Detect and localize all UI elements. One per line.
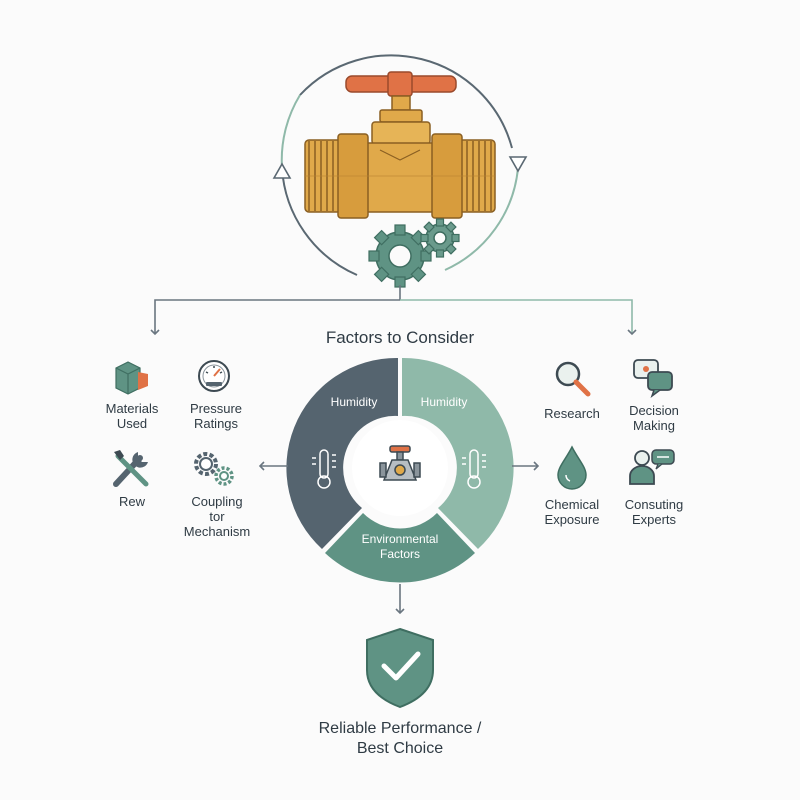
factor-experts-label: Consuting Experts <box>610 497 698 527</box>
factor-coupling-label: Coupling tor Mechanism <box>172 494 262 539</box>
factor-rew-label: Rew <box>118 494 145 509</box>
segment-right <box>402 357 514 549</box>
factor-experts-line2: Experts <box>631 512 677 527</box>
pressure-gauge-icon <box>198 360 230 392</box>
valve-illustration <box>304 71 496 219</box>
factor-chemical-line1: Chemical <box>544 497 600 512</box>
segment-bottom-line1: Environmental <box>361 532 439 546</box>
gears-illustration <box>368 218 460 288</box>
materials-cube-icon <box>115 361 148 395</box>
title: Factors to Consider <box>325 328 475 347</box>
magnifier-icon <box>555 361 591 397</box>
factor-materials-label: Materials Used <box>92 401 172 431</box>
shield-check-icon <box>366 627 434 709</box>
factor-research-label: Research <box>544 406 600 421</box>
segment-left <box>286 357 398 549</box>
factor-decision-label: Decision Making <box>614 403 694 433</box>
result-line2: Best Choice <box>356 740 444 757</box>
factor-decision-line2: Making <box>633 418 675 433</box>
result-line1: Reliable Performance / <box>318 720 482 737</box>
result-label: Reliable Performance / Best Choice <box>270 719 530 759</box>
factor-chemical-line2: Exposure <box>544 512 600 527</box>
factor-coupling-line2: tor <box>209 509 225 524</box>
factor-pressure-line2: Ratings <box>193 416 239 431</box>
wrench-screwdriver-icon <box>113 450 149 487</box>
valve-icon <box>379 445 421 481</box>
cycle-arrows <box>272 54 528 276</box>
factor-pressure-label: Pressure Ratings <box>176 401 256 431</box>
factor-experts-line1: Consuting <box>624 497 684 512</box>
segment-bottom-label: Environmental Factors <box>340 532 460 562</box>
factor-chemical-label: Chemical Exposure <box>532 497 612 527</box>
segment-left-label: Humidity <box>330 395 378 409</box>
segment-bottom-line2: Factors <box>379 547 420 561</box>
thermometer-icon <box>312 449 336 489</box>
factor-coupling-line3: Mechanism <box>183 524 251 539</box>
segment-right-label: Humidity <box>420 395 468 409</box>
chat-bubbles-icon <box>633 359 673 399</box>
factor-decision-line1: Decision <box>629 403 679 418</box>
factors-donut <box>286 357 514 583</box>
droplet-icon <box>557 445 587 490</box>
expert-icon <box>629 449 675 485</box>
factor-materials-line2: Used <box>116 416 148 431</box>
segment-bottom <box>325 513 475 583</box>
factor-coupling-line1: Coupling <box>191 494 243 509</box>
thermometer-icon <box>462 449 486 489</box>
factor-pressure-line1: Pressure <box>189 401 243 416</box>
gears-icon <box>194 452 234 486</box>
factor-materials-line1: Materials <box>105 401 159 416</box>
branch-connector <box>150 285 637 336</box>
